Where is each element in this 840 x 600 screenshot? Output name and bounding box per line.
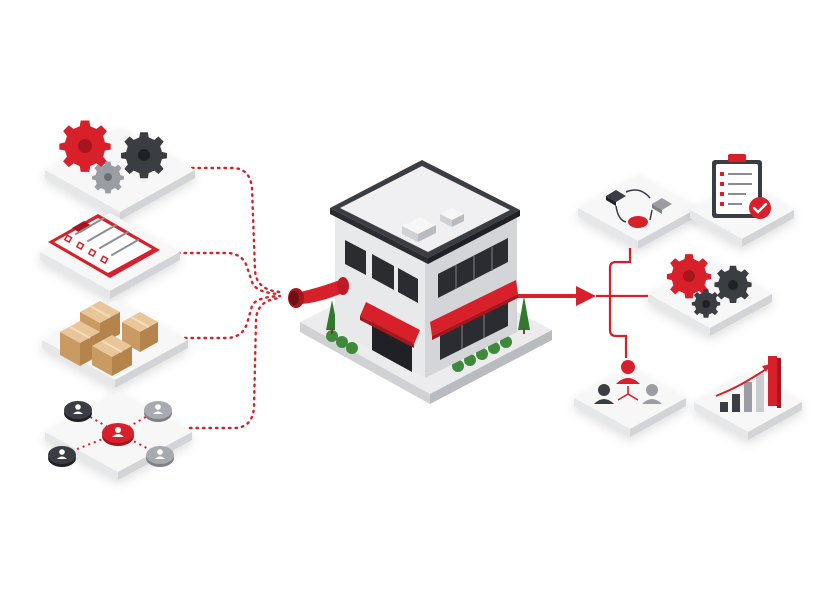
connector-flow-out [608,248,632,296]
growth-bar-chart-icon [715,356,781,412]
checklist-clipboard-icon [48,214,160,278]
connector-gears [190,166,282,294]
gears-icon [666,254,752,318]
process-flow-icon [606,189,672,228]
gears-icon [59,120,168,194]
team-hierarchy-icon [594,360,662,404]
retail-store-building-icon [288,160,552,404]
input-connectors [176,166,282,430]
connector-team-out [608,296,628,358]
connector-boxes [183,294,282,340]
connector-network [188,296,282,430]
approved-checklist-icon [712,154,771,219]
output-tile-team [574,367,686,437]
connector-checklist [176,251,282,296]
output-tile-process-flow [578,175,698,249]
user-network-icon [48,401,174,467]
cardboard-boxes-icon [60,301,158,376]
output-arrow [518,286,596,306]
output-connectors [596,248,654,358]
